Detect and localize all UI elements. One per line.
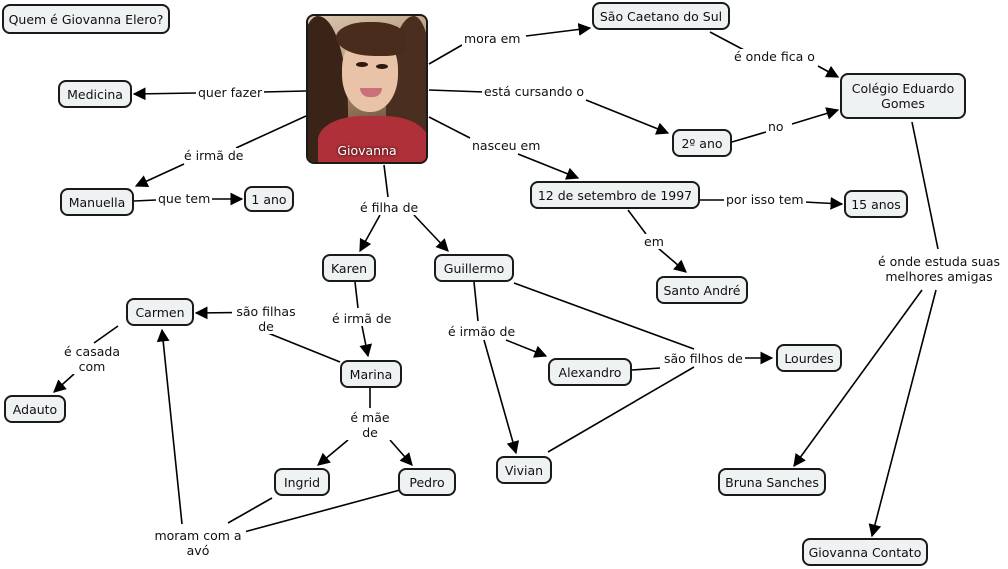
- node-data-nascimento: 12 de setembro de 1997: [530, 181, 700, 209]
- link-esta-cursando-o: está cursando o: [482, 84, 586, 99]
- link-e-irma-de: é irmã de: [182, 148, 246, 163]
- node-alexandro: Alexandro: [548, 358, 632, 386]
- link-sao-filhos-de: são filhos de: [662, 351, 745, 366]
- link-e-irmao-de: é irmão de: [446, 324, 518, 339]
- node-carmen: Carmen: [126, 298, 194, 326]
- link-nasceu-em: nasceu em: [470, 138, 543, 153]
- link-e-casada-com: é casada com: [62, 344, 122, 374]
- node-guillermo: Guillermo: [434, 254, 514, 282]
- link-quer-fazer: quer fazer: [196, 85, 265, 100]
- node-ingrid: Ingrid: [274, 468, 330, 496]
- node-giovanna-contato: Giovanna Contato: [802, 538, 928, 566]
- link-e-mae-de: é mãe de: [346, 410, 394, 440]
- link-e-onde-fica-o: é onde fica o: [732, 49, 817, 64]
- node-colegio: Colégio Eduardo Gomes: [840, 73, 966, 119]
- link-por-isso-tem: por isso tem: [724, 192, 806, 207]
- link-mora-em: mora em: [462, 31, 523, 46]
- giovanna-photo: Giovanna: [306, 14, 428, 164]
- node-segundo-ano: 2º ano: [672, 129, 732, 157]
- node-adauto: Adauto: [4, 395, 66, 423]
- link-em: em: [642, 234, 666, 249]
- node-um-ano: 1 ano: [244, 186, 294, 212]
- link-e-onde-estuda: é onde estuda suas melhores amigas: [874, 254, 1004, 284]
- link-que-tem: que tem: [156, 191, 213, 206]
- node-sao-caetano: São Caetano do Sul: [592, 2, 730, 30]
- map-title: Quem é Giovanna Elero?: [2, 4, 170, 34]
- link-e-irma-de-marina: é irmã de: [330, 311, 394, 326]
- node-medicina: Medicina: [58, 80, 132, 108]
- node-santo-andre: Santo André: [656, 276, 748, 304]
- link-no: no: [766, 119, 786, 134]
- link-moram-com-a-avo: moram com a avó: [150, 528, 246, 558]
- node-vivian: Vivian: [496, 456, 552, 484]
- link-sao-filhas-de: são filhas de: [232, 304, 300, 334]
- node-quinze-anos: 15 anos: [844, 190, 908, 218]
- node-bruna-sanches: Bruna Sanches: [718, 468, 826, 496]
- node-karen: Karen: [322, 254, 376, 282]
- link-e-filha-de: é filha de: [358, 200, 421, 215]
- node-marina: Marina: [340, 360, 402, 388]
- node-manuella: Manuella: [60, 188, 134, 216]
- photo-caption: Giovanna: [337, 143, 397, 158]
- node-lourdes: Lourdes: [776, 344, 842, 372]
- node-pedro: Pedro: [398, 468, 456, 496]
